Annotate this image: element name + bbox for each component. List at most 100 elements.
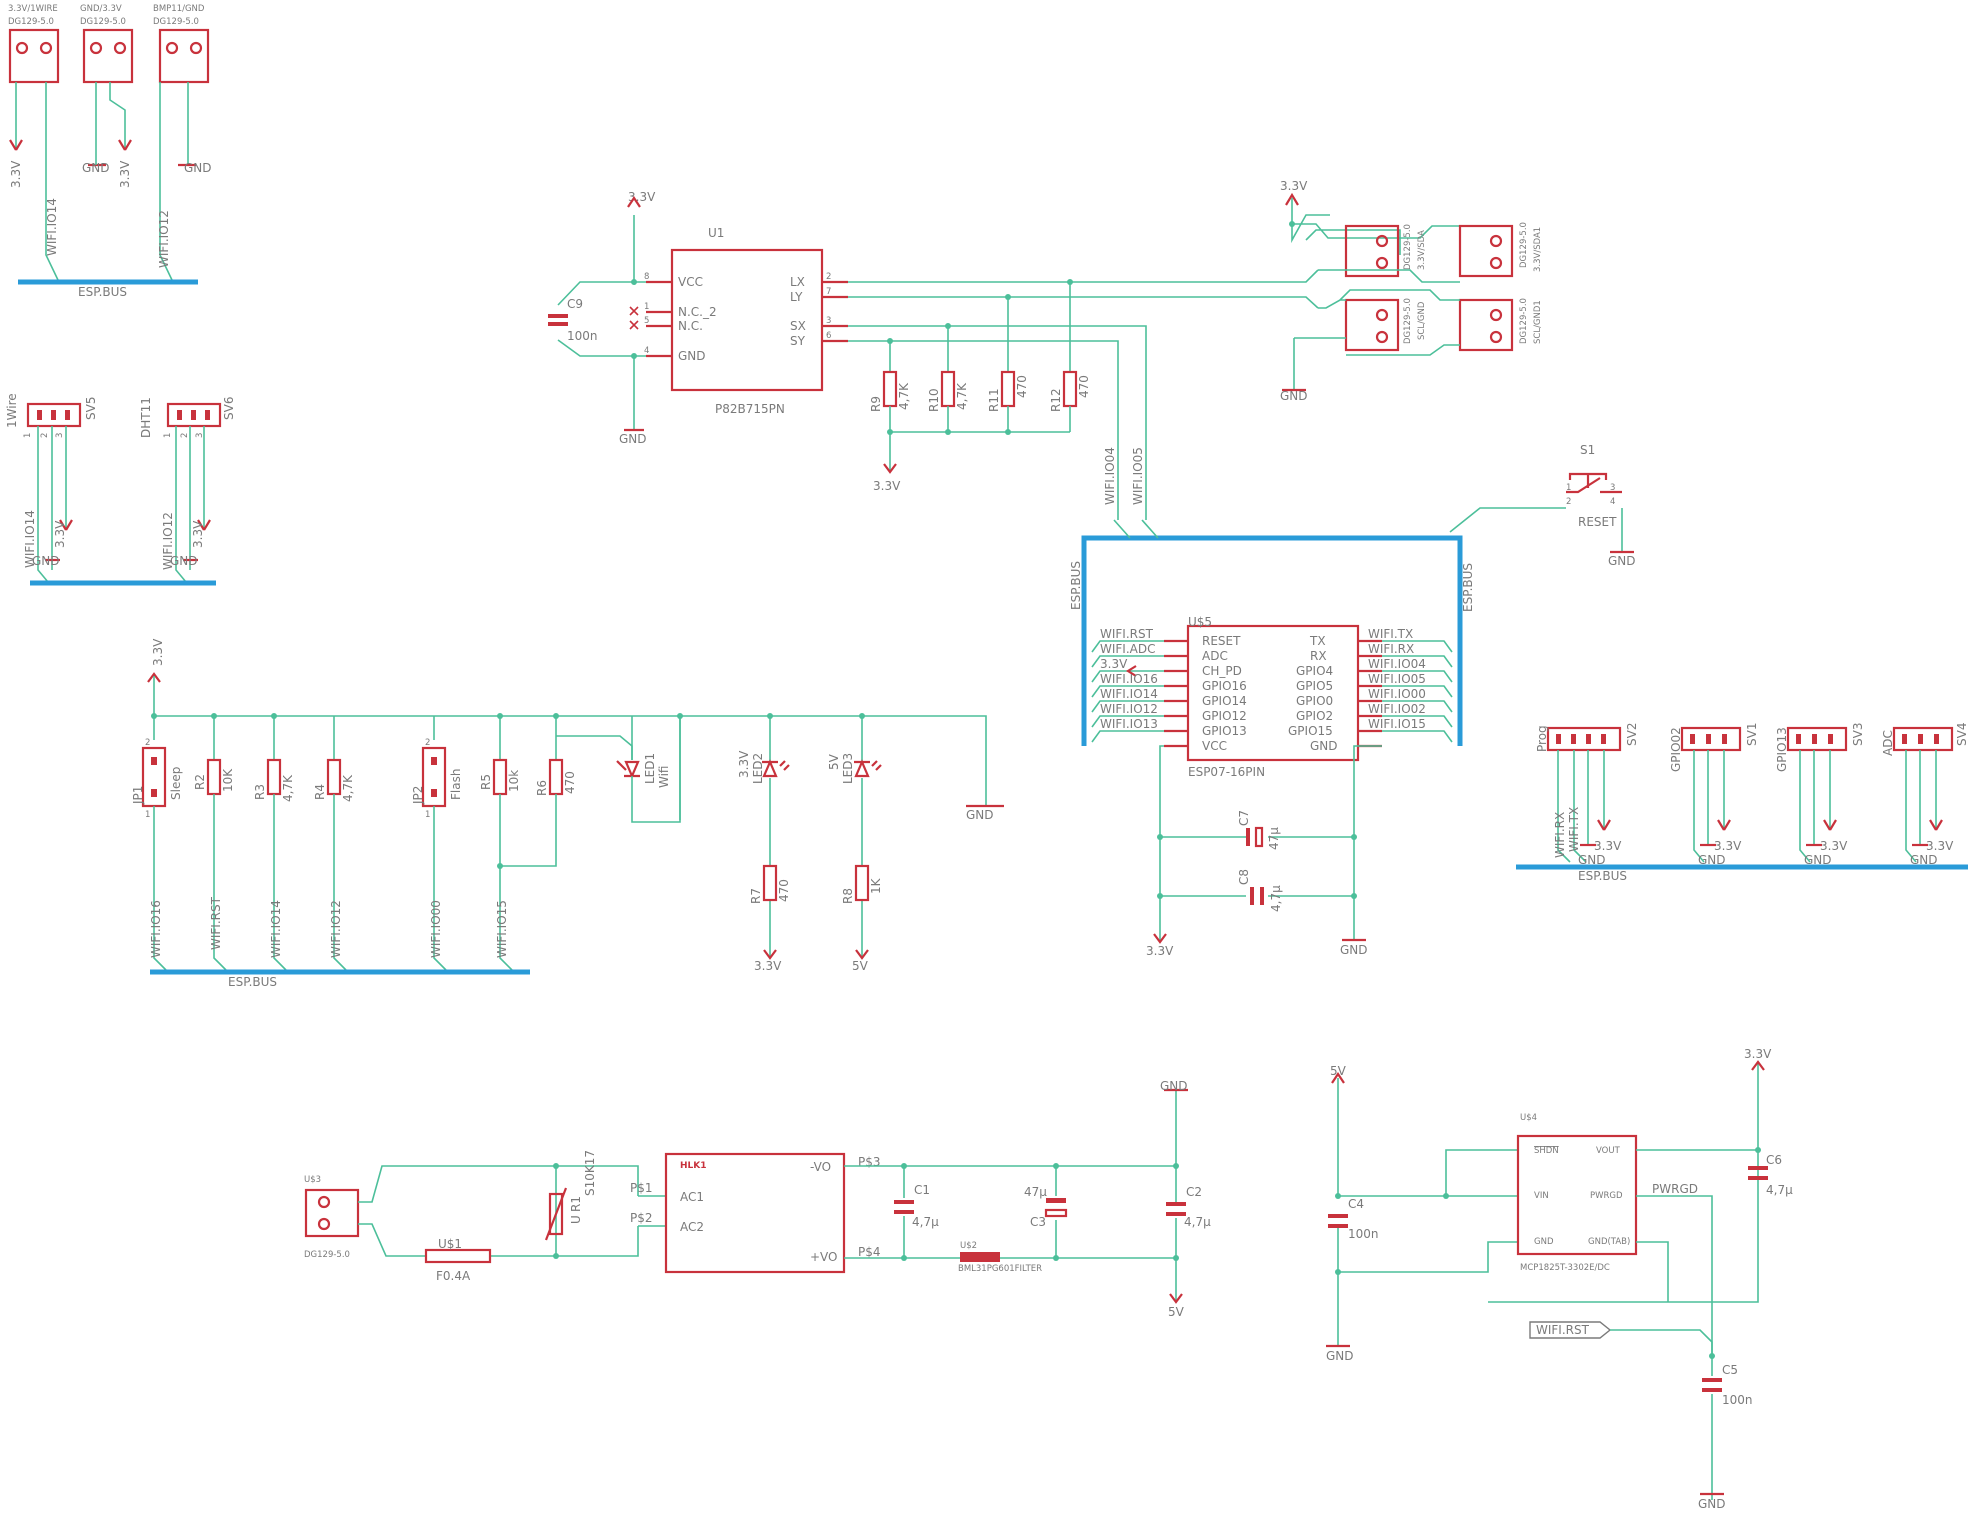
net-label: LY bbox=[790, 290, 803, 304]
net-label: 1 bbox=[425, 810, 430, 820]
net-label: ESP.BUS bbox=[1461, 563, 1475, 612]
net-label: 3.3V bbox=[1100, 657, 1128, 671]
net-label: SHDN bbox=[1534, 1146, 1559, 1156]
net-label: S10K17 bbox=[583, 1150, 597, 1196]
net-label: 1Wire bbox=[5, 393, 19, 428]
net-label: WIFI.RX bbox=[1368, 642, 1414, 656]
net-label: C2 bbox=[1186, 1185, 1202, 1199]
net-label: GND bbox=[184, 161, 212, 175]
net-label: GND bbox=[32, 554, 60, 568]
net-label: DG129-5.0 bbox=[153, 17, 199, 27]
net-label: Flash bbox=[449, 769, 463, 800]
net-label: 1 bbox=[644, 302, 649, 312]
net-label: WIFI.ADC bbox=[1100, 642, 1156, 656]
r3 bbox=[266, 758, 282, 796]
net-label: DG129-5.0 bbox=[1403, 224, 1413, 270]
sv1-header bbox=[1680, 726, 1742, 752]
net-label: 4 bbox=[1610, 497, 1615, 507]
net-label: C7 bbox=[1237, 810, 1251, 826]
ldo-body bbox=[1516, 1134, 1638, 1256]
i2c-terminals: 3.3V DG129-5.0 3.3V/SDA DG129-5.0 3.3V/S… bbox=[1280, 179, 1543, 403]
net-label: ESP.BUS bbox=[1069, 561, 1083, 610]
net-label: 3.3V/SDA1 bbox=[1533, 227, 1543, 272]
net-label: U$2 bbox=[960, 1241, 977, 1251]
net-label: 1K bbox=[869, 877, 883, 894]
net-label: 3.3V bbox=[151, 638, 165, 666]
net-label: 5V bbox=[852, 959, 869, 973]
net-label: GND bbox=[1160, 1079, 1188, 1093]
net-label: GND bbox=[1608, 554, 1636, 568]
terminal-block-3 bbox=[158, 28, 210, 84]
net-label: 470 bbox=[563, 771, 577, 794]
net-label: Wifi bbox=[657, 766, 671, 789]
net-label: R12 bbox=[1049, 388, 1063, 412]
net-label: SV1 bbox=[1745, 723, 1759, 746]
net-label: 47µ bbox=[1267, 827, 1281, 850]
net-label: WIFI.IO02 bbox=[1368, 702, 1426, 716]
net-label: 3.3V bbox=[118, 160, 132, 188]
net-label: U$1 bbox=[438, 1237, 462, 1251]
net-label: 3.3V bbox=[754, 959, 782, 973]
net-label: WIFI.TX bbox=[1368, 627, 1413, 641]
r8 bbox=[854, 864, 870, 902]
net-label: WIFI.IO14 bbox=[269, 900, 283, 958]
net-label: GND/3.3V bbox=[80, 4, 122, 14]
sv5-header bbox=[26, 402, 82, 428]
jp2 bbox=[421, 746, 447, 808]
net-label: 3.3V bbox=[1714, 839, 1742, 853]
net-label: 4,7K bbox=[897, 382, 911, 410]
net-label: WIFI.IO05 bbox=[1368, 672, 1426, 686]
net-label: AC1 bbox=[680, 1190, 704, 1204]
net-label: U bbox=[569, 1215, 583, 1224]
net-label: WIFI.IO16 bbox=[1100, 672, 1158, 686]
net-label: 3.3V bbox=[1744, 1047, 1772, 1061]
net-label: GND bbox=[1578, 853, 1606, 867]
r12 bbox=[1062, 370, 1078, 408]
net-label: 5V bbox=[1168, 1305, 1185, 1319]
net-label: U$5 bbox=[1188, 615, 1212, 629]
power-supply: U$3 DG129-5.0 U$1 F0.4A R1 S10K17 U P$1 … bbox=[304, 1079, 1211, 1319]
net-label: U$4 bbox=[1520, 1113, 1537, 1123]
wifi-rst-label bbox=[1529, 1321, 1612, 1339]
net-label: VCC bbox=[1202, 739, 1227, 753]
net-label: WIFI.RST bbox=[209, 896, 223, 950]
led3 bbox=[854, 759, 870, 778]
net-label: BMP11/GND bbox=[153, 4, 205, 14]
net-label: 3.3V bbox=[9, 160, 23, 188]
net-label: GPIO16 bbox=[1202, 679, 1247, 693]
net-label: 4 bbox=[644, 346, 649, 356]
net-label: ESP.BUS bbox=[1578, 869, 1627, 883]
sv5-sv6-headers: SV5 1Wire 1 2 3 WIFI.IO14 3.3V GND SV6 D… bbox=[5, 393, 236, 586]
net-label: N.C. bbox=[678, 319, 703, 333]
c5 bbox=[1702, 1378, 1722, 1382]
net-label: 2 bbox=[180, 433, 190, 438]
net-label: 4,7µ bbox=[912, 1215, 939, 1229]
i2c-terminal-4 bbox=[1458, 298, 1514, 352]
net-label: GND bbox=[619, 432, 647, 446]
net-label: SX bbox=[790, 319, 806, 333]
r4 bbox=[326, 758, 342, 796]
net-label: GND bbox=[1910, 853, 1938, 867]
net-label: WIFI.IO12 bbox=[157, 210, 171, 268]
net-label: SV2 bbox=[1625, 723, 1639, 746]
net-label: 1 bbox=[163, 433, 173, 438]
net-label: WIFI.IO05 bbox=[1131, 447, 1145, 505]
net-label: R7 bbox=[749, 888, 763, 904]
net-label: R1 bbox=[569, 1196, 583, 1212]
net-label: 3.3V bbox=[1594, 839, 1622, 853]
net-label: GPIO4 bbox=[1296, 664, 1333, 678]
net-label: WIFI.IO04 bbox=[1103, 447, 1117, 505]
net-label: 5 bbox=[644, 316, 649, 326]
net-label: R6 bbox=[535, 780, 549, 796]
net-label: 100n bbox=[1722, 1393, 1753, 1407]
net-label: GND bbox=[1804, 853, 1832, 867]
net-label: 3.3V bbox=[53, 520, 67, 548]
net-label: SV6 bbox=[222, 397, 236, 420]
net-label: 3.3V bbox=[191, 520, 205, 548]
net-label: 470 bbox=[777, 879, 791, 902]
net-label: GPIO2 bbox=[1296, 709, 1333, 723]
net-label: GND bbox=[82, 161, 110, 175]
net-label: JP2 bbox=[411, 786, 425, 805]
net-label: WIFI.IO15 bbox=[495, 900, 509, 958]
net-label: SCL/GND bbox=[1417, 301, 1427, 340]
